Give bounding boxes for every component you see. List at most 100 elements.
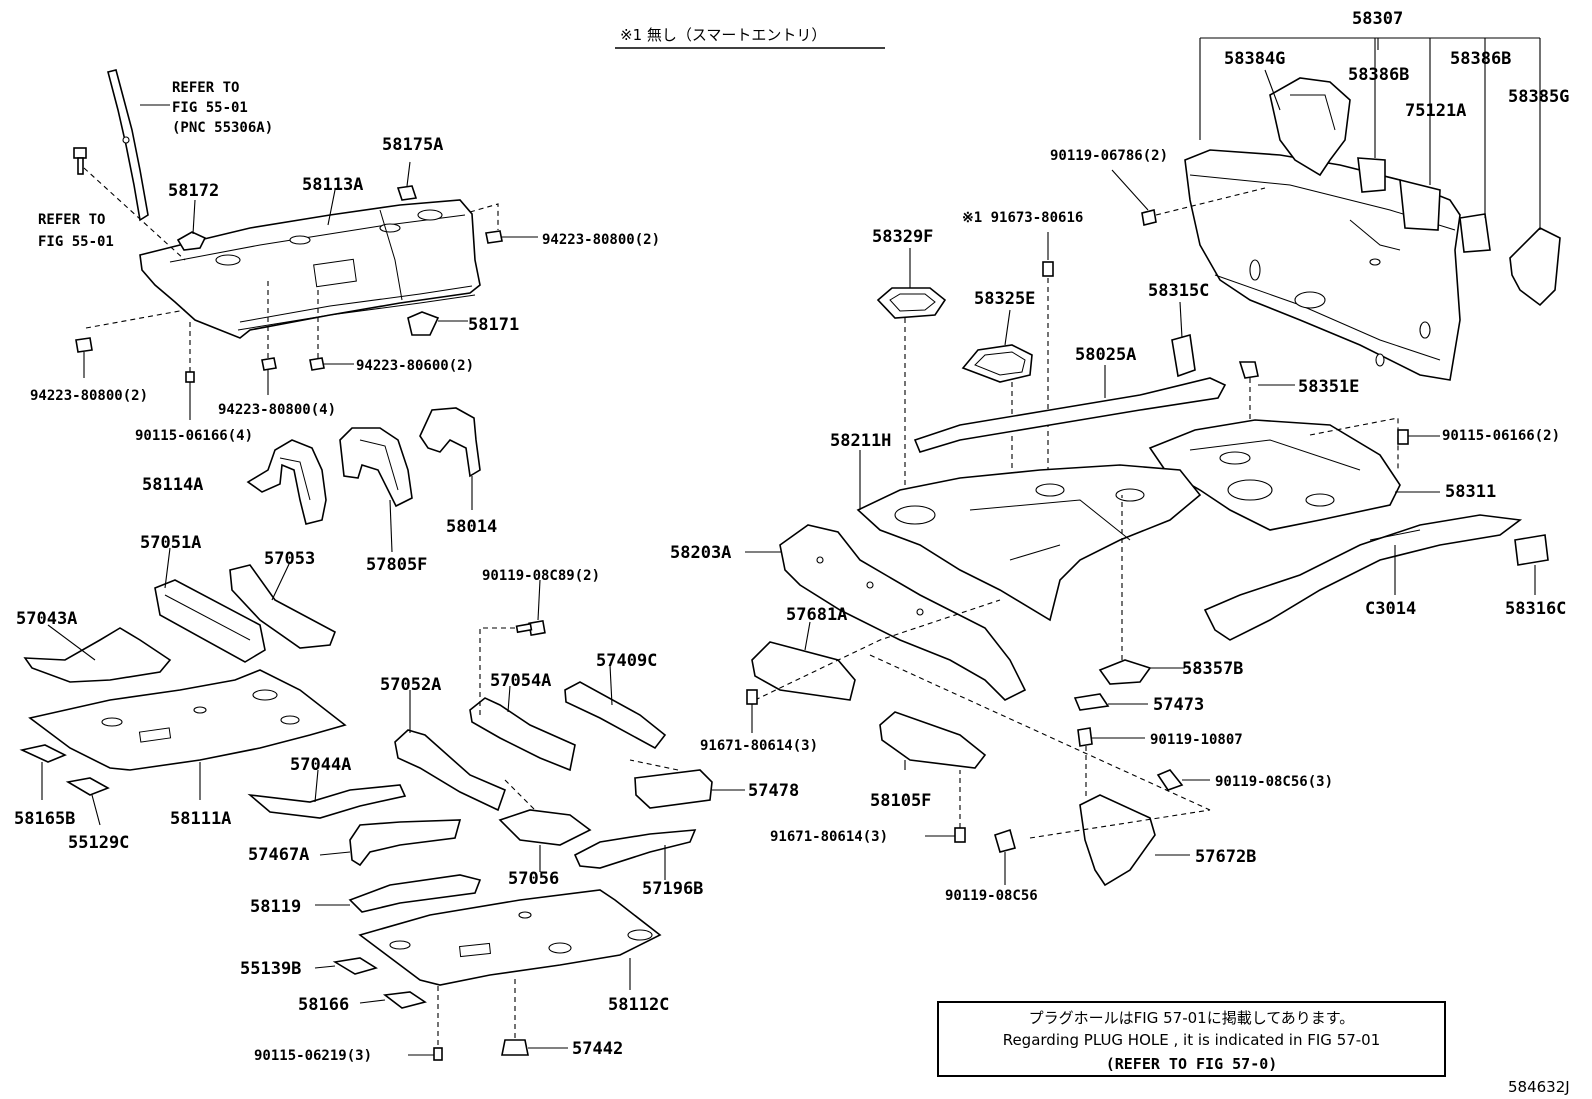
label-57478: 57478	[748, 781, 799, 801]
label-58014: 58014	[446, 517, 497, 537]
label-58119: 58119	[250, 897, 301, 917]
label-57473: 57473	[1153, 695, 1204, 715]
label-94223-80600: 94223-80600(2)	[356, 358, 474, 374]
label-57056: 57056	[508, 869, 559, 889]
label-90119-06786: 90119-06786(2)	[1050, 148, 1168, 164]
figure-id: 584632J	[1508, 1078, 1570, 1096]
part-58105F	[879, 711, 987, 769]
part-57467A	[349, 819, 462, 867]
label-90119-10807: 90119-10807	[1150, 732, 1243, 748]
part-58025A	[913, 377, 1227, 453]
label-58172: 58172	[168, 181, 219, 201]
label-58351E: 58351E	[1298, 377, 1359, 397]
label-57467A: 57467A	[248, 845, 309, 865]
label-58386B-2: 58386B	[1450, 49, 1511, 69]
label-91671-80614-a: 91671-80614(3)	[700, 738, 818, 754]
label-90119-08C89: 90119-08C89(2)	[482, 568, 600, 584]
part-58114A	[246, 439, 327, 525]
part-57056	[498, 809, 592, 846]
label-57051A: 57051A	[140, 533, 201, 553]
label-58112C: 58112C	[608, 995, 669, 1015]
label-55129C: 55129C	[68, 833, 129, 853]
label-57409C: 57409C	[596, 651, 657, 671]
label-57681A: 57681A	[786, 605, 847, 625]
note-line-refer: (REFER TO FIG 57-0)	[1105, 1055, 1278, 1073]
label-90115-06219: 90115-06219(3)	[254, 1048, 372, 1064]
label-58311: 58311	[1445, 482, 1496, 502]
part-57052A	[394, 729, 507, 812]
label-58171: 58171	[468, 315, 519, 335]
label-57053: 57053	[264, 549, 315, 569]
part-58211H-center-floor	[856, 464, 1202, 622]
label-58203A: 58203A	[670, 543, 731, 563]
refer-note-top-1: REFER TO	[172, 80, 239, 96]
label-58307: 58307	[1352, 9, 1403, 29]
label-57672B: 57672B	[1195, 847, 1256, 867]
refer-note-left-1: REFER TO	[38, 212, 105, 228]
label-90115-06166-4: 90115-06166(4)	[135, 428, 253, 444]
label-90115-06166-2: 90115-06166(2)	[1442, 428, 1560, 444]
label-58315C: 58315C	[1148, 281, 1209, 301]
part-58325E	[961, 344, 1033, 383]
label-58384G: 58384G	[1224, 49, 1285, 69]
label-57044A: 57044A	[290, 755, 351, 775]
part-57043A	[23, 627, 172, 683]
part-57053	[229, 564, 337, 649]
refer-note-top-3: (PNC 55306A)	[172, 120, 273, 136]
label-58114A: 58114A	[142, 475, 203, 495]
label-94223-80800-2b: 94223-80800(2)	[30, 388, 148, 404]
label-58025A: 58025A	[1075, 345, 1136, 365]
label-58386B: 58386B	[1348, 65, 1409, 85]
part-C3014	[1203, 514, 1523, 641]
part-58014	[419, 407, 481, 510]
part-58384G	[1269, 77, 1351, 177]
label-58325E: 58325E	[974, 289, 1035, 309]
part-57044A	[247, 784, 407, 819]
label-91671-80614-b: 91671-80614(3)	[770, 829, 888, 845]
part-57054A	[469, 697, 576, 772]
label-58357B: 58357B	[1182, 659, 1243, 679]
bolt-left-top	[73, 147, 87, 175]
label-58111A: 58111A	[170, 809, 231, 829]
label-57052A: 57052A	[380, 675, 441, 695]
label-58211H: 58211H	[830, 431, 891, 451]
label-91673-80616: ※1 91673-80616	[962, 210, 1083, 226]
label-90119-08C56-3: 90119-08C56(3)	[1215, 774, 1333, 790]
part-58113A-floor-pan	[139, 199, 481, 339]
part-58112C	[358, 889, 662, 986]
label-75121A: 75121A	[1405, 101, 1466, 121]
label-58316C: 58316C	[1505, 599, 1566, 619]
note-line-japanese: プラグホールはFIG 57-01に掲載してあります。	[1028, 1009, 1355, 1027]
label-55139B: 55139B	[240, 959, 301, 979]
part-58203A-side-member	[779, 524, 1027, 701]
label-58165B: 58165B	[14, 809, 75, 829]
part-57478	[634, 769, 713, 809]
label-58175A: 58175A	[382, 135, 443, 155]
part-57805F	[339, 427, 413, 508]
label-58113A: 58113A	[302, 175, 363, 195]
part-58119	[348, 874, 482, 913]
refer-note-left-2: FIG 55-01	[38, 234, 114, 250]
part-57681A	[751, 641, 856, 701]
plug-hole-note-box: プラグホールはFIG 57-01に掲載してあります。 Regarding PLU…	[937, 1001, 1446, 1077]
part-58111A	[28, 669, 347, 771]
header-note: ※1 無し（スマートエントリ）	[620, 26, 826, 44]
label-58329F: 58329F	[872, 227, 933, 247]
part-57196B	[573, 829, 697, 869]
label-57442: 57442	[572, 1039, 623, 1059]
part-58311-rear-floor	[1148, 419, 1401, 531]
label-57196B: 57196B	[642, 879, 703, 899]
label-57805F: 57805F	[366, 555, 427, 575]
label-C3014: C3014	[1365, 599, 1416, 619]
bolt-90119-08C89	[515, 619, 546, 637]
label-57054A: 57054A	[490, 671, 551, 691]
part-57409C	[564, 681, 667, 750]
part-57672B	[1079, 794, 1156, 887]
refer-note-top-2: FIG 55-01	[172, 100, 248, 116]
label-90119-08C56: 90119-08C56	[945, 888, 1038, 904]
label-58385G: 58385G	[1508, 87, 1569, 107]
note-line-english: Regarding PLUG HOLE , it is indicated in…	[1002, 1031, 1381, 1049]
label-94223-80800-4: 94223-80800(4)	[218, 402, 336, 418]
part-58329F	[876, 287, 947, 319]
